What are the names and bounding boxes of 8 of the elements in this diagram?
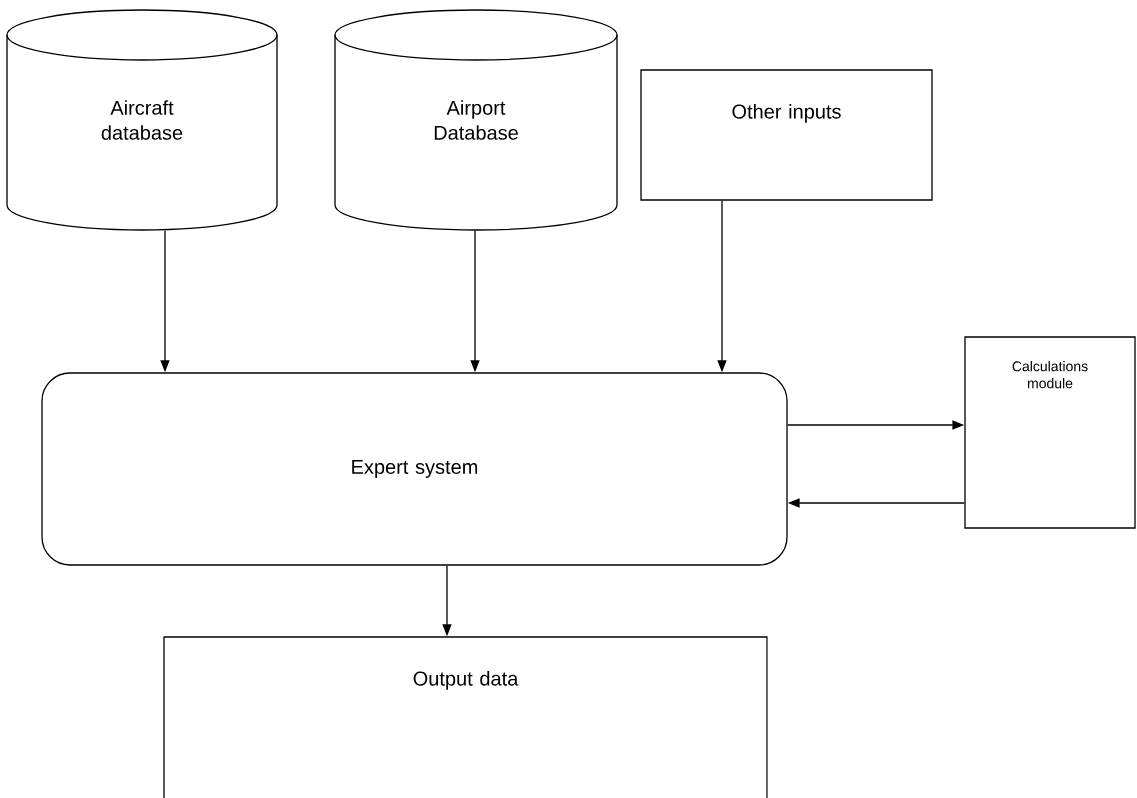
database-cylinder: Airport Database [334, 9, 618, 231]
node-label: Aircraft database [101, 100, 183, 140]
system-box: Expert system [41, 372, 788, 566]
database-cylinder: Aircraft database [6, 9, 278, 231]
output-box: Output data [163, 636, 768, 798]
process-box: Calculations module [964, 336, 1136, 529]
node-label: Airport Database [434, 100, 518, 140]
process-box: Other inputs [640, 69, 933, 201]
